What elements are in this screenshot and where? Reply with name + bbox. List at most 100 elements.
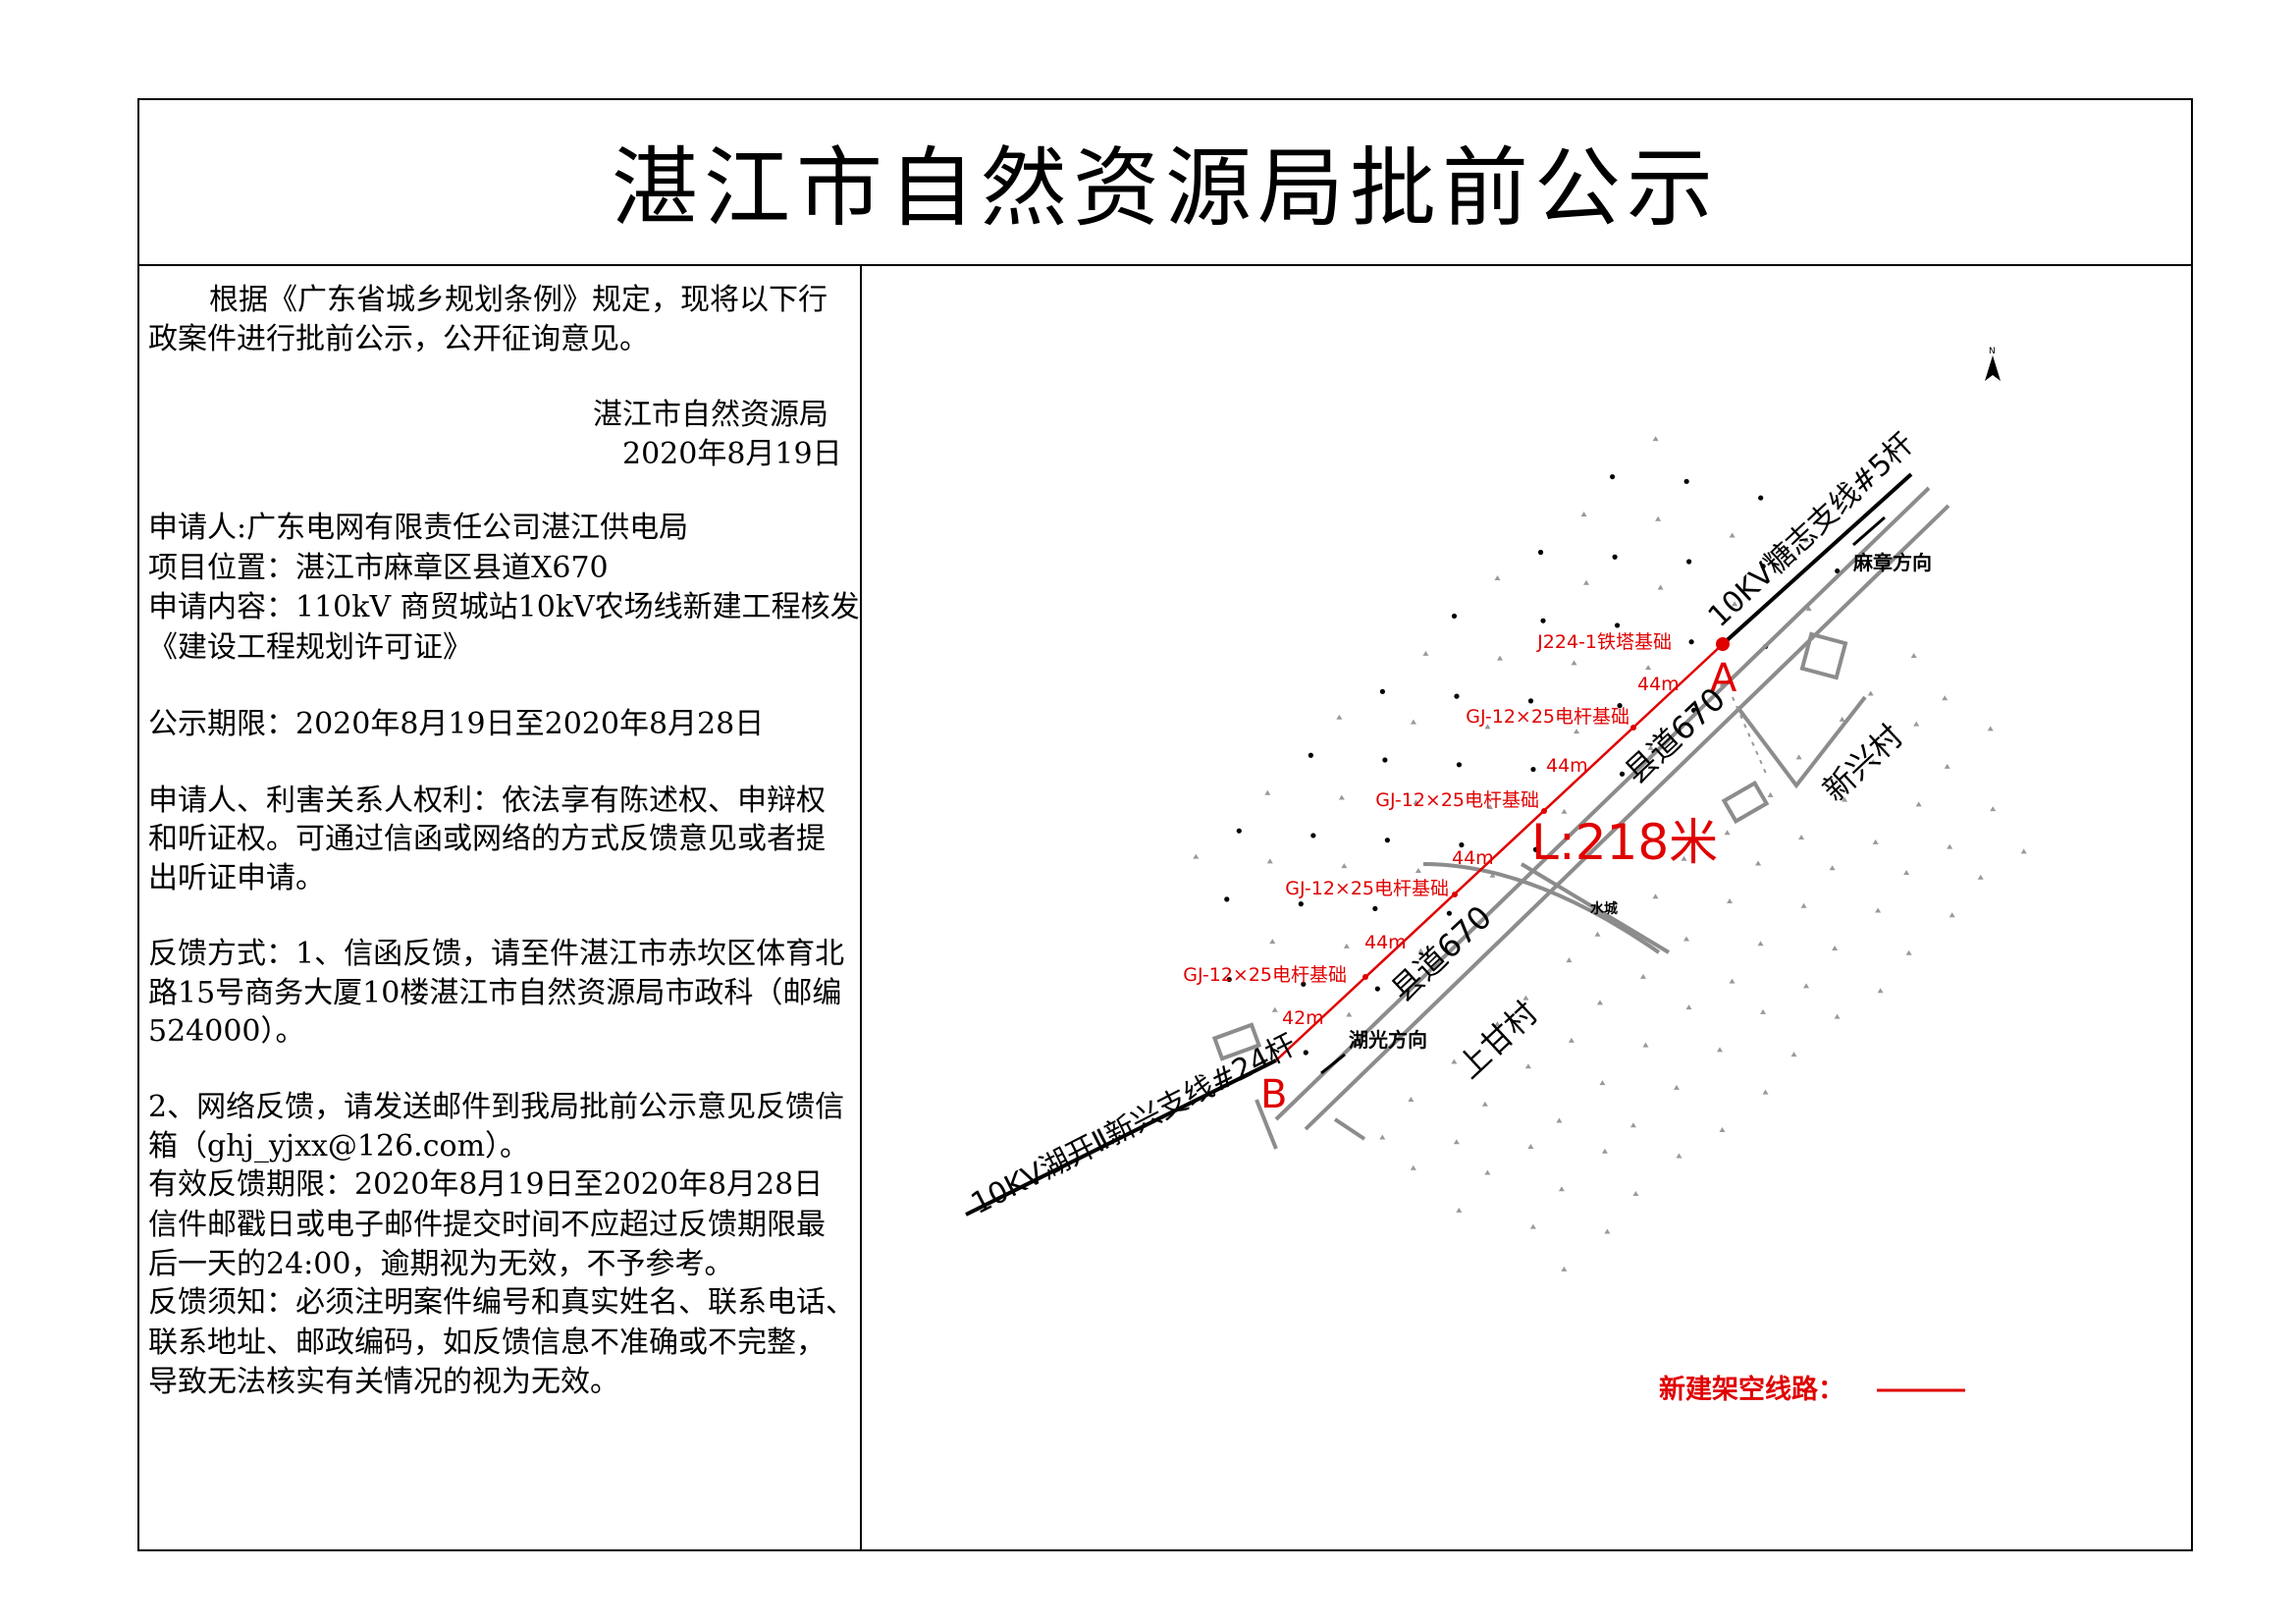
terrain-triangle [1408,1097,1415,1103]
terrain-triangle [1341,863,1348,869]
terrain-triangle [1193,853,1200,859]
terrain-triangle [1594,931,1601,937]
line-south-label: 10KV湖开Ⅱ新兴支线#24杆 [966,1028,1302,1222]
direction-mazhang: 麻章方向 [1852,551,1932,574]
terrain-triangle [1719,1127,1726,1133]
intro-line: 根据《广东省城乡规划条例》规定，现将以下行 [209,283,828,317]
terrain-triangle [1481,1101,1488,1107]
column-divider [860,265,862,1551]
deadline-text: 后一天的24:00，逾期视为无效，不予参考。 [148,1247,734,1281]
terrain-dot [1303,1050,1308,1056]
terrain-dot [1379,688,1386,694]
pole-marker [1362,974,1368,980]
terrain-triangle [1338,794,1345,800]
terrain-triangle [1673,1084,1680,1090]
terrain-triangle [1456,1207,1463,1213]
feedback-notice: 导致无法核实有关情况的视为无效。 [148,1365,619,1399]
publicity-period: 公示期限：2020年8月19日至2020年8月28日 [148,707,765,741]
terrain-triangle [1803,537,1810,543]
notice-frame [137,98,2193,1551]
terrain-triangle [1877,988,1884,994]
rights-text: 申请人、利害关系人权利：依法享有陈述权、申辩权 [148,784,826,818]
terrain-triangle [1522,995,1529,1001]
terrain-dot [1758,495,1764,501]
terrain-dot [1384,838,1390,843]
road-x670 [1211,486,1950,1150]
terrain-triangle [1905,949,1912,955]
feedback-mail: 524000）。 [148,1014,305,1049]
terrain-dot [1527,698,1534,704]
terrain-triangle [1685,1004,1692,1010]
terrain-dot [1459,841,1465,848]
terrain-dot [1456,762,1463,768]
terrain-triangle [1727,897,1734,903]
terrain-triangle [1346,1011,1353,1017]
road-label: 县道670 [1384,898,1499,1009]
terrain-triangle [1805,605,1812,611]
terrain-triangle [1913,721,1920,727]
terrain-triangle [1729,978,1735,984]
terrain-triangle [1413,799,1419,805]
terrain-triangle [1642,1042,1649,1048]
terrain-triangle [1266,858,1273,864]
terrain-triangle [1798,835,1805,840]
feedback-mail: 反馈方式：1、信函反馈，请至件湛江市赤坎区体育北 [148,937,845,971]
terrain-dot [1308,752,1313,758]
terrain-triangle [1558,1186,1565,1192]
pole-label: GJ-12×25电杆基础 [1375,789,1539,811]
terrain-dot [1451,613,1458,620]
terrain-triangle [1574,729,1580,734]
valid-period: 有效反馈期限：2020年8月19日至2020年8月28日 [148,1167,824,1202]
feedback-notice: 反馈须知：必须注明案件编号和真实姓名、联系电话、 [148,1285,855,1320]
terrain-dot [1224,896,1230,902]
terrain-dot [1372,905,1378,912]
terrain-dot [1301,981,1307,987]
length-label: L:218米 [1531,814,1718,871]
terrain-triangle [1681,855,1687,861]
terrain-triangle [1269,939,1276,945]
new-overhead-line [1275,643,1724,1061]
deadline-text: 信件邮戳日或电子邮件提交时间不应超过反馈期限最 [148,1208,826,1242]
terrain-dot [1614,623,1621,628]
point-a-label: A [1710,656,1737,701]
terrain-triangle [1604,1228,1611,1234]
terrain-triangle [1645,665,1652,671]
terrain-triangle [1790,1052,1797,1057]
terrain-dot [1298,901,1304,907]
direction-arrows [1320,515,1886,1075]
terrain-triangle [1343,943,1350,948]
north-arrow-icon: N [1985,347,2001,381]
terrain-triangle [1795,754,1802,760]
project-location: 项目位置：湛江市麻章区县道X670 [148,551,609,585]
pole-marker [1630,725,1636,731]
pole-marker [1452,892,1458,897]
terrain-dot [1226,976,1232,983]
terrain-triangle [1652,893,1659,899]
issue-date: 2020年8月19日 [622,437,842,471]
terrain-triangle [1676,1153,1682,1159]
terrain-symbols [1193,436,2027,1272]
page-title: 湛江市自然资源局批前公示 [611,137,1719,239]
pole-label: GJ-12×25电杆基础 [1285,878,1449,899]
terrain-triangle [1803,983,1810,989]
terrain-dot [1683,478,1689,484]
path-dashed [1732,696,1768,777]
issuer: 湛江市自然资源局 [593,398,828,432]
terrain-triangle [1755,860,1762,866]
terrain-triangle [1271,1006,1278,1012]
village-shanggan: 上甘村 [1451,995,1545,1086]
svg-text:N: N [1989,347,1996,356]
terrain-dot [1617,703,1623,709]
terrain-dot [1686,559,1692,565]
terrain-dot [1454,693,1460,699]
terrain-triangle [1944,763,1950,769]
terrain-triangle [1800,902,1807,908]
terrain-dot [1760,564,1766,569]
terrain-triangle [1527,1143,1534,1149]
terrain-triangle [1596,1000,1603,1005]
terrain-triangle [1990,806,1997,812]
terrain-triangle [1529,1223,1536,1229]
terrain-triangle [1870,759,1877,765]
terrain-dot [1310,833,1316,839]
